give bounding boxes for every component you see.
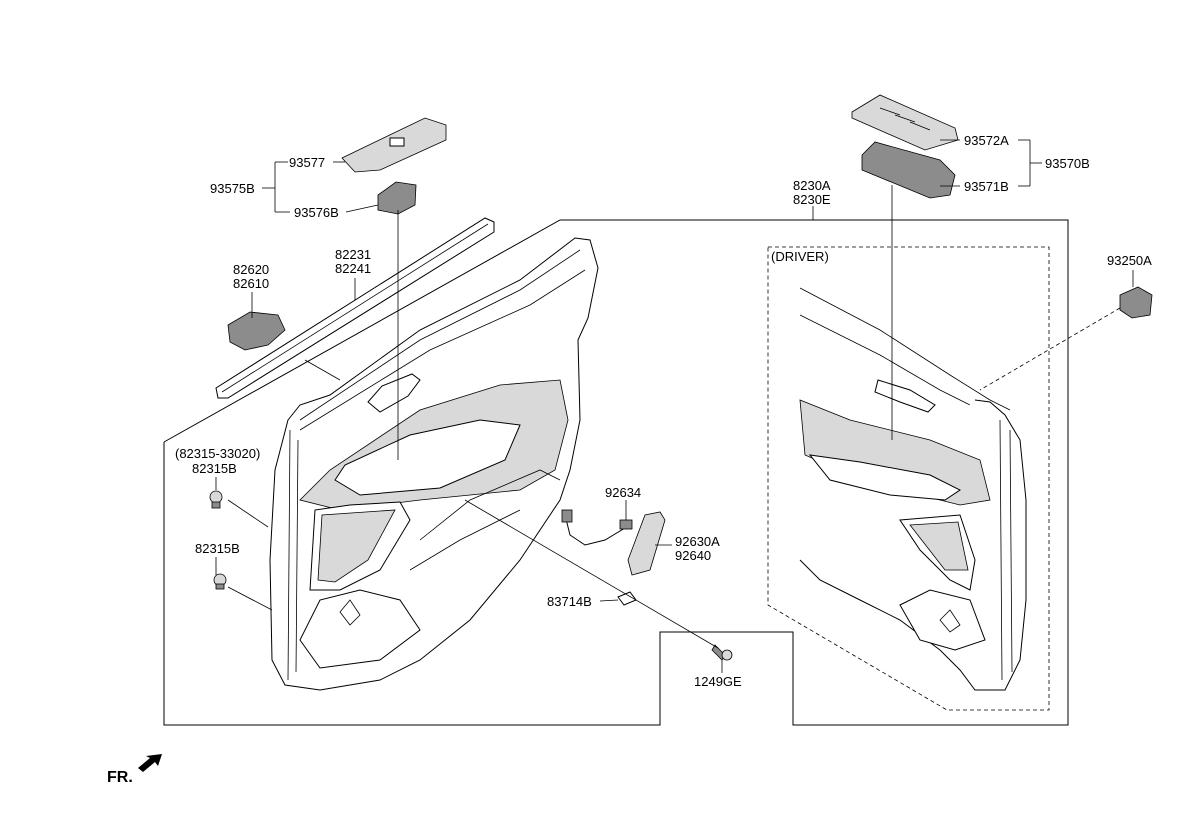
lamp-92630A xyxy=(627,511,666,576)
label-8230E: 8230E xyxy=(793,192,831,207)
label-8230A: 8230A xyxy=(793,178,831,193)
label-82315B-upper: 82315B xyxy=(192,461,237,476)
label-82315B-lower: 82315B xyxy=(195,541,240,556)
label-93577: 93577 xyxy=(289,155,325,170)
label-82620: 82620 xyxy=(233,262,269,277)
label-fr: FR. xyxy=(107,769,133,786)
label-driver: (DRIVER) xyxy=(771,249,829,264)
driver-detail-box xyxy=(767,246,1050,711)
label-82241: 82241 xyxy=(335,261,371,276)
label-82315-ref: (82315-33020) xyxy=(175,446,260,461)
front-direction-arrow-icon xyxy=(138,754,162,772)
switch-93576B xyxy=(377,181,417,215)
driver-door-trim-panel xyxy=(799,287,1027,691)
clip-82315B-upper xyxy=(209,490,223,509)
label-93571B: 93571B xyxy=(964,179,1009,194)
switch-93250A xyxy=(1119,286,1153,319)
label-82231: 82231 xyxy=(335,247,371,262)
clip-82315B-lower xyxy=(213,573,227,590)
leader-lines xyxy=(215,139,1134,673)
switch-cover-button xyxy=(389,137,405,147)
inside-handle-82620 xyxy=(227,311,286,351)
label-83714B: 83714B xyxy=(547,594,592,609)
label-93570B: 93570B xyxy=(1045,156,1090,171)
label-93250A: 93250A xyxy=(1107,253,1152,268)
master-switch-93571B xyxy=(861,141,956,199)
label-92630A: 92630A xyxy=(675,534,720,549)
assembly-frame xyxy=(163,219,1069,726)
screw-1249GE xyxy=(711,644,733,661)
label-92640: 92640 xyxy=(675,548,711,563)
switch-cover-93572A xyxy=(851,94,959,151)
label-1249GE: 1249GE xyxy=(694,674,742,689)
label-92634: 92634 xyxy=(605,485,641,500)
door-trim-panel xyxy=(269,237,599,691)
label-93576B: 93576B xyxy=(294,205,339,220)
label-82610: 82610 xyxy=(233,276,269,291)
harness-92634 xyxy=(564,514,626,546)
label-93572A: 93572A xyxy=(964,133,1009,148)
label-93575B: 93575B xyxy=(210,181,255,196)
